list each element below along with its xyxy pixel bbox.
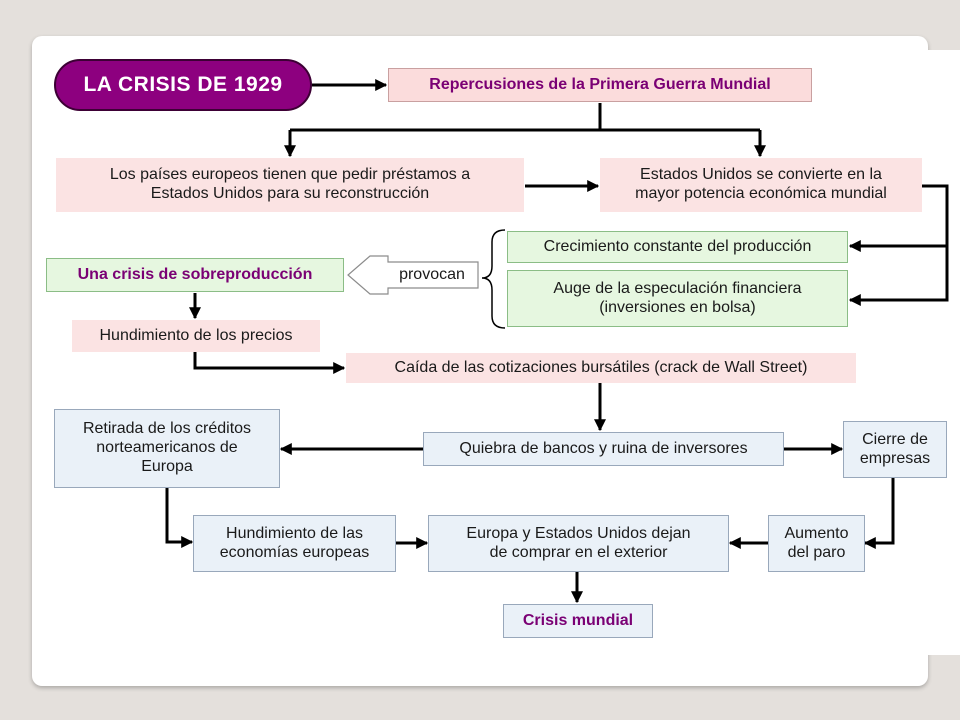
node-caida-cotizaciones: Caída de las cotizaciones bursátiles (cr… — [346, 353, 856, 383]
title-pill: LA CRISIS DE 1929 — [54, 59, 312, 111]
node-cierre-empresas: Cierre de empresas — [843, 421, 947, 478]
curly-brace — [481, 229, 506, 329]
label-provocan: provocan — [399, 266, 465, 283]
node-quiebra-bancos: Quiebra de bancos y ruina de inversores — [423, 432, 784, 466]
background-strip — [928, 50, 960, 655]
arrow-cierre-to-paro — [863, 478, 895, 549]
line-eeuu-bracket — [848, 184, 949, 306]
node-crecimiento: Crecimiento constante del producción — [507, 231, 848, 263]
node-aumento-paro: Aumento del paro — [768, 515, 865, 572]
node-sobreproduccion: Una crisis de sobreproducción — [46, 258, 344, 292]
arrow-retirada-to-economias — [165, 488, 194, 548]
node-eeuu-potencia: Estados Unidos se convierte en la mayor … — [600, 158, 922, 212]
hollow-arrow — [347, 255, 479, 295]
arrow-precios-to-caida — [193, 350, 346, 374]
node-hundimiento-precios: Hundimiento de los precios — [72, 320, 320, 352]
node-europa-eeuu: Europa y Estados Unidos dejan de comprar… — [428, 515, 729, 572]
node-repercusiones: Repercusiones de la Primera Guerra Mundi… — [388, 68, 812, 102]
node-crisis-mundial: Crisis mundial — [503, 604, 653, 638]
node-retirada-creditos: Retirada de los créditos norteamericanos… — [54, 409, 280, 488]
node-especulacion: Auge de la especulación financiera (inve… — [507, 270, 848, 327]
node-paises-europeos: Los países europeos tienen que pedir pré… — [56, 158, 524, 212]
node-hundimiento-economias: Hundimiento de las economías europeas — [193, 515, 396, 572]
